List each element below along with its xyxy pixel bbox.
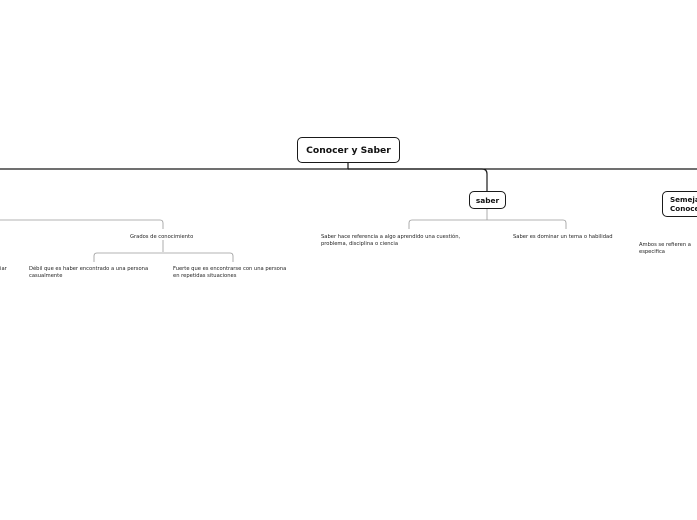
grados-bracket [93, 252, 234, 262]
saber-bracket [408, 219, 567, 229]
debil-node[interactable]: Débil que es haber encontrado a una pers… [29, 266, 148, 280]
semejanzas-node[interactable]: Semeja Conoce [662, 191, 697, 217]
debil-line-2: casualmente [29, 273, 63, 279]
root-label: Conocer y Saber [306, 144, 391, 156]
saber-connector [348, 168, 488, 191]
grados-node[interactable]: Grados de conocimiento [130, 234, 193, 241]
fuerte-line-2: en repetidas situaciones [173, 273, 237, 279]
ambos-node[interactable]: Ambos se refieren a especifica [639, 242, 691, 256]
grados-label: Grados de conocimiento [130, 234, 194, 240]
saber-definition-line-1: Saber hace referencia a algo aprendido u… [321, 234, 461, 240]
semejanzas-line-2: Conoce [670, 204, 697, 213]
truncated-label: iar [0, 266, 7, 272]
fuerte-node[interactable]: Fuerte que es encontrarse con una person… [173, 266, 286, 280]
ambos-line-1: Ambos se refieren a [639, 242, 691, 248]
saber-node[interactable]: saber [469, 191, 506, 209]
left-branch-bracket [0, 219, 164, 229]
saber-label: saber [475, 195, 500, 205]
saber-dominar-node[interactable]: Saber es dominar un tema o habilidad [513, 234, 613, 241]
saber-dominar-label: Saber es dominar un tema o habilidad [513, 234, 613, 240]
semejanzas-line-1: Semeja [670, 195, 697, 204]
root-node[interactable]: Conocer y Saber [297, 137, 400, 163]
fuerte-line-1: Fuerte que es encontrarse con una person… [173, 266, 287, 272]
saber-definition-node[interactable]: Saber hace referencia a algo aprendido u… [321, 234, 460, 248]
ambos-line-2: especifica [639, 249, 665, 255]
truncated-node[interactable]: iar [0, 266, 7, 273]
saber-definition-line-2: problema, disciplina o ciencia [321, 241, 399, 247]
debil-line-1: Débil que es haber encontrado a una pers… [29, 266, 149, 272]
root-connector-left [0, 163, 349, 170]
